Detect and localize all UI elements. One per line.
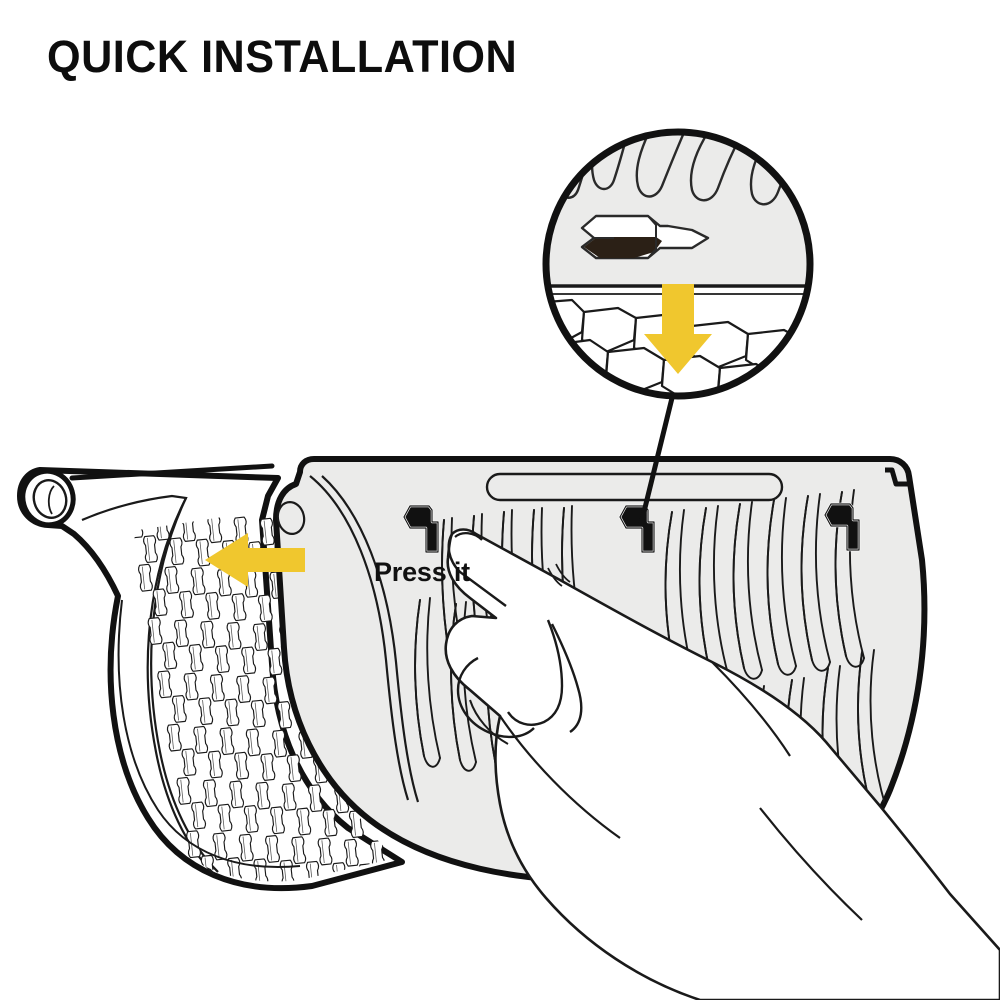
slide-direction-arrow	[205, 533, 305, 587]
filter-mesh-panel	[17, 463, 405, 892]
mount-grommet-inner	[32, 479, 68, 519]
press-it-label: Press it	[374, 557, 470, 587]
locator-hole	[276, 501, 306, 535]
handle-slot	[485, 472, 784, 502]
insert-direction-arrow	[644, 284, 712, 374]
callout-leader-line	[638, 395, 675, 527]
magnifier-detail-circle	[542, 128, 814, 400]
hand	[444, 528, 1000, 1000]
page-title: QUICK INSTALLATION	[47, 31, 518, 82]
